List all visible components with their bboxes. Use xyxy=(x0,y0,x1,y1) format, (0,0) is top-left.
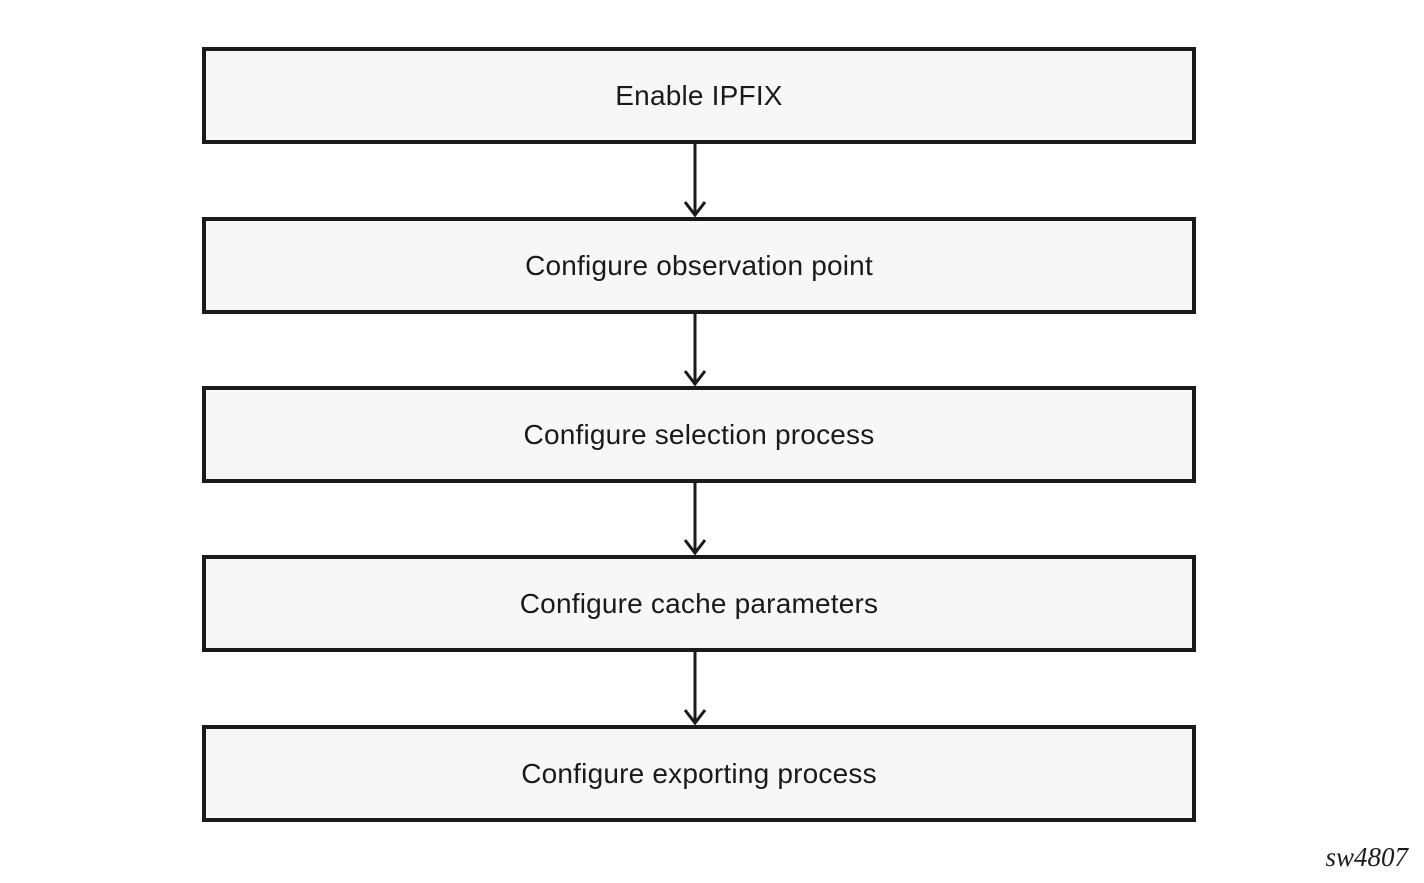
flow-step-configure-exporting-process: Configure exporting process xyxy=(202,725,1196,822)
down-arrow-icon xyxy=(681,482,709,556)
flow-step-label: Configure exporting process xyxy=(521,757,877,789)
flow-step-configure-observation-point: Configure observation point xyxy=(202,217,1196,314)
flow-step-label: Enable IPFIX xyxy=(615,79,783,111)
flow-step-enable-ipfix: Enable IPFIX xyxy=(202,47,1196,144)
down-arrow-icon xyxy=(681,144,709,218)
flow-step-configure-cache-parameters: Configure cache parameters xyxy=(202,555,1196,652)
flow-step-label: Configure selection process xyxy=(523,418,875,450)
down-arrow-icon xyxy=(681,652,709,726)
flow-step-configure-selection-process: Configure selection process xyxy=(202,386,1196,483)
flow-step-label: Configure cache parameters xyxy=(519,587,879,619)
down-arrow-icon xyxy=(681,313,709,387)
flow-step-label: Configure observation point xyxy=(525,249,873,281)
figure-id-label: sw4807 xyxy=(1325,842,1408,872)
